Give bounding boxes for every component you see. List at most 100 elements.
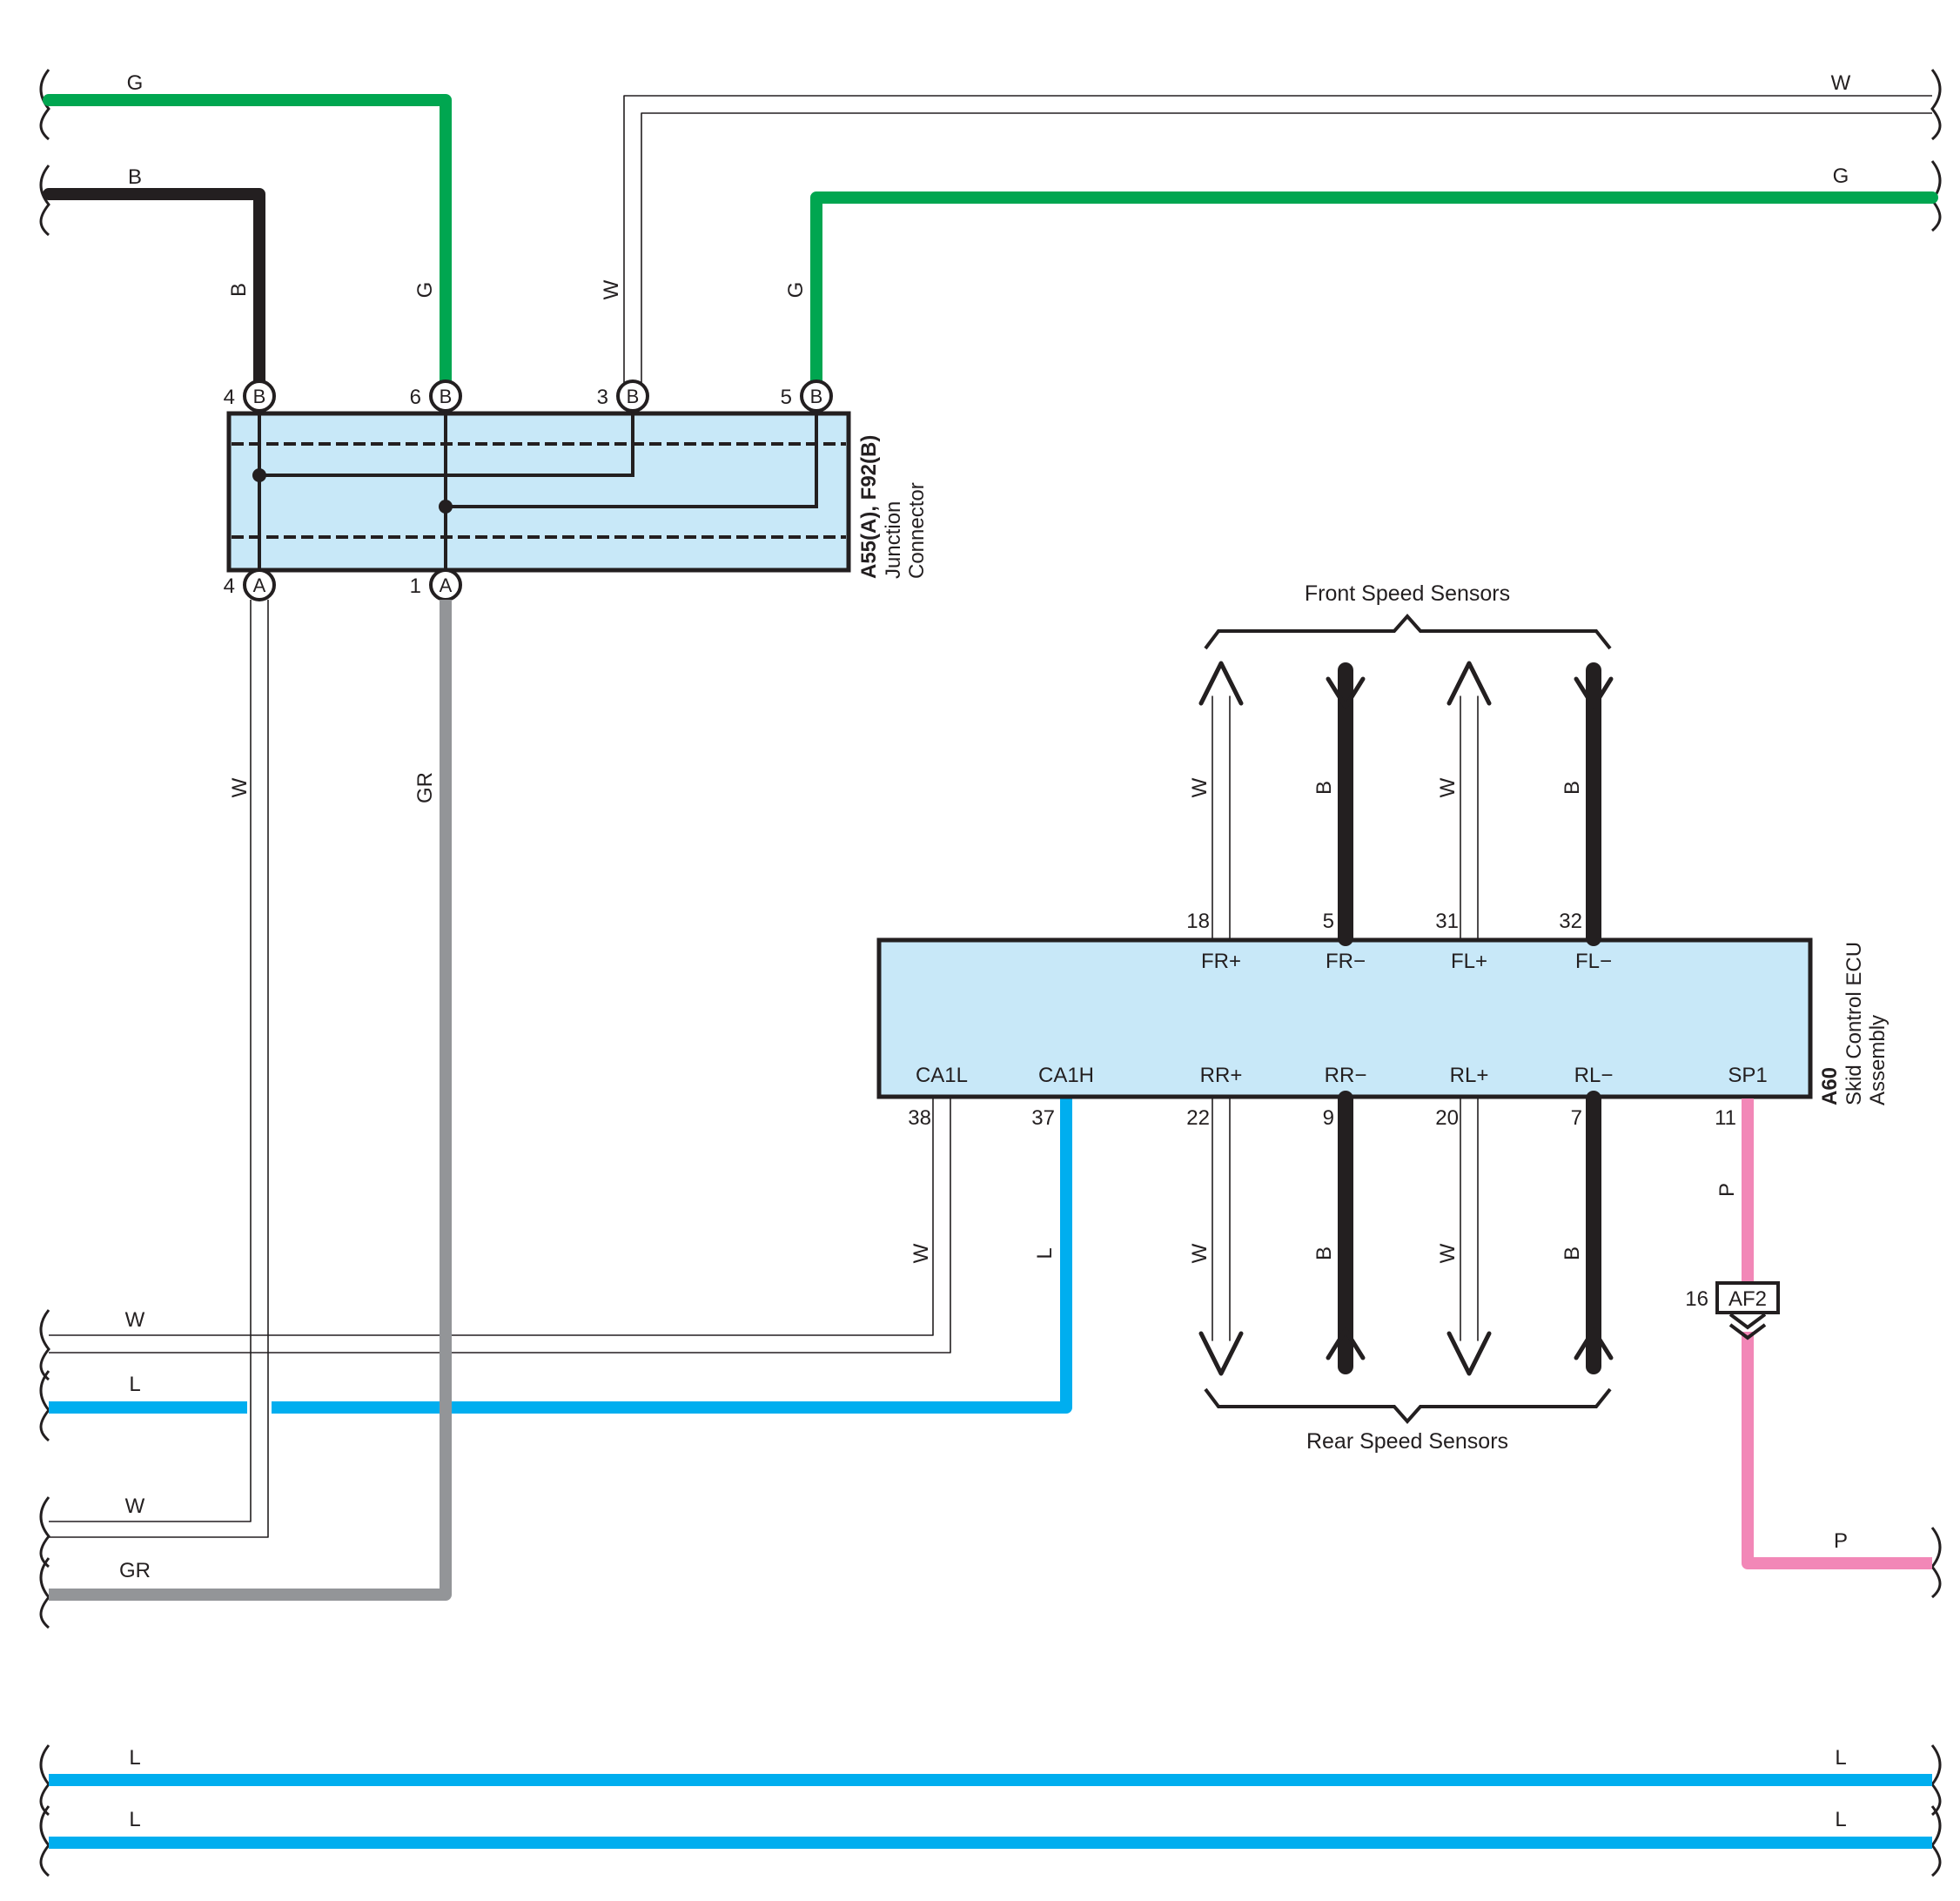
wire-label: B (1312, 1246, 1336, 1260)
break-mark-left-gr (39, 1557, 50, 1629)
arrow-down-icon (1447, 1331, 1492, 1376)
ecu-pin-number: 11 (1715, 1106, 1736, 1130)
wire-g-top-left (43, 94, 452, 389)
wire-w-fr-plus (1212, 695, 1231, 939)
wire-w-top (623, 95, 1932, 383)
pin-letter: B (440, 386, 453, 407)
pin-letter: A (440, 574, 453, 596)
ecu-pin-number: 22 (1186, 1106, 1210, 1130)
arrow-up-icon (1198, 661, 1244, 706)
ecu-name-line1: Skid Control ECU (1843, 942, 1866, 1105)
wire-label: L (1033, 1247, 1057, 1259)
wire-label: W (1436, 1243, 1460, 1263)
wire-label: L (1835, 1746, 1846, 1770)
ecu-pin-number: 32 (1559, 910, 1582, 933)
break-mark-right-bus2 (1930, 1805, 1942, 1877)
pin-number: 5 (781, 386, 792, 409)
ecu-terminal-name: FR+ (1201, 950, 1241, 973)
ecu-id: A60 (1818, 1067, 1842, 1105)
wire-label: B (128, 165, 142, 189)
ecu-title: A60 Skid Control ECU Assembly (1818, 942, 1890, 1105)
wire-label: P (1715, 1183, 1739, 1197)
wire-b-top-left (43, 188, 265, 389)
front-speed-sensor-wires (1198, 661, 1614, 946)
ecu-body (876, 937, 1813, 1099)
wire-label: B (1561, 1246, 1584, 1260)
break-mark-left-w1 (39, 1309, 50, 1381)
junction-pin-a1: A 1 (410, 568, 462, 601)
arrow-down-icon (1326, 676, 1366, 709)
break-mark-right-bus1 (1930, 1744, 1942, 1817)
wire-label: L (129, 1746, 140, 1770)
ecu-terminal-name: FL− (1575, 950, 1612, 973)
break-mark-left-bus2 (39, 1805, 50, 1877)
wire-p-sp1-lower (1742, 1332, 1932, 1569)
pin-number: 4 (224, 386, 235, 409)
junction-pin-b3: B 3 (597, 380, 649, 413)
junction-internal-lines (258, 396, 818, 585)
ecu-pin-number: 5 (1323, 910, 1334, 933)
junction-top-pins: B 4 B 6 B 3 B 5 (224, 380, 833, 413)
wire-color-labels: G B W G B G W G W GR W L W B W B W B W B… (119, 71, 1851, 1831)
junction-pin-b5: B 5 (781, 380, 833, 413)
junction-connector-name-line1: Junction (882, 501, 905, 579)
ecu-pin-number: 18 (1186, 910, 1210, 933)
wire-label: G (127, 71, 144, 95)
rear-group-brace (1204, 1387, 1612, 1425)
bottom-l-buses (49, 1774, 1932, 1849)
pin-number: 3 (597, 386, 608, 409)
sp1-wire (1742, 1098, 1932, 1569)
ecu-terminal-name: CA1L (916, 1064, 968, 1087)
pin-letter: B (253, 386, 266, 407)
ecu-pin-number: 31 (1435, 910, 1459, 933)
wire-label: L (129, 1808, 140, 1831)
chevron-down-icon (1728, 1313, 1767, 1340)
wire-l-ca1h (49, 1098, 1072, 1414)
break-mark-left-b (39, 165, 50, 237)
arrow-down-icon (1198, 1331, 1244, 1376)
junction-connector-title: A55(A), F92(B) Junction Connector (857, 435, 929, 579)
junction-connector-body (226, 411, 851, 573)
arrow-up-icon (1447, 661, 1492, 706)
junction-pin-b6: B 6 (410, 380, 462, 413)
wire-w-down (49, 600, 269, 1538)
junction-splice-dot (252, 468, 266, 482)
skid-control-ecu: 18 FR+ 5 FR− 31 FL+ 32 FL− CA1L 38 CA1H … (876, 910, 1890, 1130)
front-speed-sensors-label: Front Speed Sensors (1305, 581, 1510, 606)
ecu-terminal-name: FR− (1326, 950, 1366, 973)
ecu-terminal-name: RR− (1325, 1064, 1367, 1087)
ecu-pin-number: 38 (908, 1106, 931, 1130)
ecu-terminal-name: RL+ (1450, 1064, 1489, 1087)
wire-label: W (125, 1495, 145, 1518)
ecu-terminal-name: RL− (1574, 1064, 1614, 1087)
break-mark-left-l1 (39, 1370, 50, 1442)
wire-label: W (1188, 777, 1212, 797)
junction-pin-b4: B 4 (224, 380, 276, 413)
wire-label: B (227, 283, 251, 297)
inline-connector-name: AF2 (1728, 1287, 1767, 1311)
wire-label: P (1834, 1529, 1848, 1553)
pin-letter: B (810, 386, 823, 407)
ecu-pin-number: 20 (1435, 1106, 1459, 1130)
ecu-name-line2: Assembly (1866, 1015, 1890, 1105)
junction-connector: B 4 B 6 B 3 B 5 A 4 (224, 380, 929, 601)
front-group-brace (1204, 613, 1612, 650)
wire-label: W (228, 777, 252, 797)
wire-w-rl-plus (1460, 1098, 1479, 1341)
wire-w-fl-plus (1460, 695, 1479, 939)
wire-label: G (1833, 165, 1849, 188)
ecu-terminal-name: CA1H (1038, 1064, 1094, 1087)
junction-down-wires (49, 600, 452, 1601)
wire-label: L (129, 1373, 140, 1396)
inline-connector-body (1715, 1281, 1780, 1314)
pin-letter: B (627, 386, 640, 407)
wire-g-top-right (810, 191, 1938, 389)
rear-speed-sensor-wires (1198, 1091, 1614, 1376)
wire-label: G (413, 282, 437, 299)
wire-label: GR (413, 772, 437, 803)
junction-bottom-pins: A 4 A 1 (224, 568, 462, 601)
wire-w-ca1l (49, 1098, 951, 1354)
wire-label: G (784, 282, 808, 299)
ecu-pin-number: 37 (1031, 1106, 1055, 1130)
wire-w-rr-plus (1212, 1098, 1231, 1341)
